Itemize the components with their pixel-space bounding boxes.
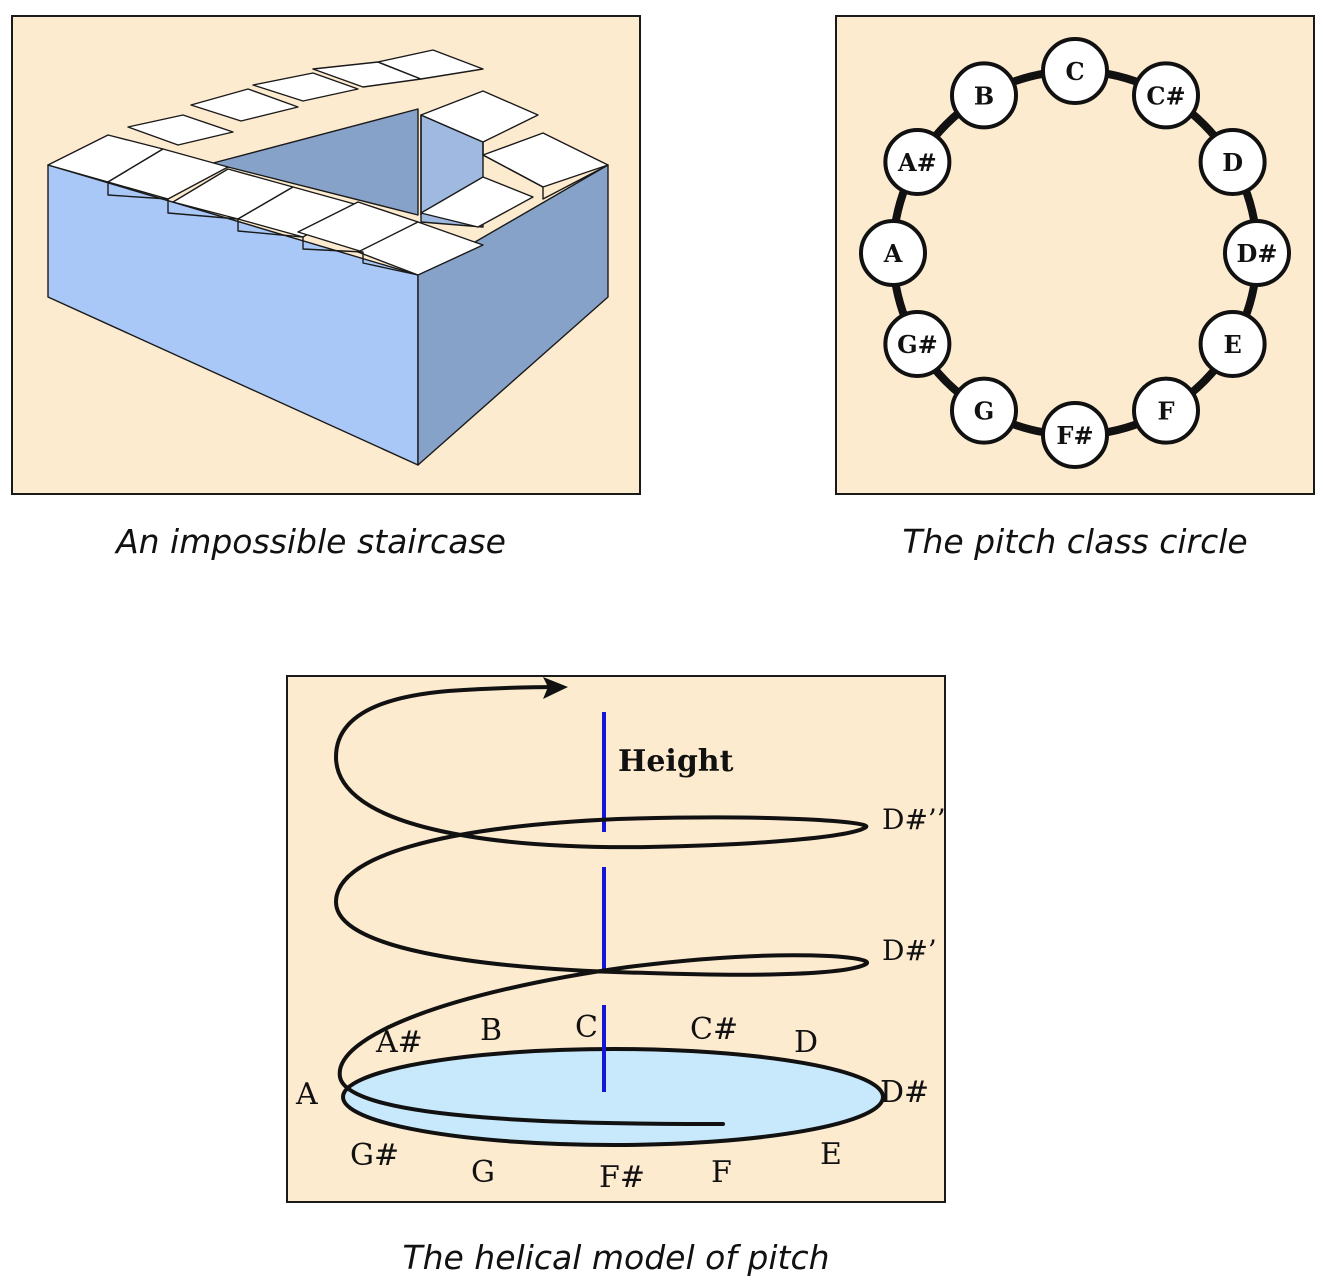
svg-text:A#: A# [897,148,937,177]
helix-base-label-g-sharp: G# [350,1138,399,1173]
svg-text:D: D [1222,148,1243,177]
pitch-circle-drawing: C C# D D# E F F# G G# A A# B [859,37,1291,469]
pitch-node-g: G [950,376,1018,445]
svg-text:C: C [1065,57,1084,86]
svg-text:A: A [883,239,903,268]
svg-text:G#: G# [897,330,938,359]
svg-text:F: F [1157,397,1174,426]
helix-base-label-f: F [711,1155,732,1190]
svg-text:B: B [974,81,994,110]
helix-base-label-b: B [480,1013,502,1048]
svg-text:F#: F# [1056,421,1093,450]
helix-base-label-a: A [295,1077,318,1112]
caption-helical-model: The helical model of pitch [402,1238,830,1277]
pitch-node-a-sharp: A# [883,128,952,196]
helix-arrowhead [543,677,568,699]
pitch-node-c: C [1041,37,1109,105]
pitch-node-a: A [859,219,927,287]
pitch-circle-ring [889,67,1261,439]
pitch-node-f-sharp: F# [1041,401,1109,469]
helix-base-disk [341,1047,885,1147]
helix-base-label-g: G [471,1155,495,1190]
helix-base-label-a-sharp: A# [375,1025,423,1060]
svg-text:D#: D# [1237,239,1278,268]
helix-base-label-c-sharp: C# [690,1012,738,1047]
helix-base-label-d-sharp: D# [880,1075,929,1110]
helix-label-d-sharp-2: D#’’ [882,803,944,836]
helix-base-label-e: E [820,1137,842,1172]
svg-text:C#: C# [1146,81,1185,110]
pitch-node-c-sharp: C# [1132,61,1200,130]
pitch-node-b: B [950,61,1018,130]
helix-base-label-c: C [575,1010,598,1045]
impossible-staircase-figure [11,15,641,495]
pitch-node-g-sharp: G# [883,310,952,378]
svg-text:E: E [1223,330,1241,359]
helix-base-label-f-sharp: F# [599,1160,645,1195]
helix-drawing: Height D#’’ D#’ A A# B C C# D D# E F F# G G# [295,677,944,1195]
staircase-drawing [47,49,609,466]
helix-label-d-sharp-1: D#’ [882,934,937,967]
pitch-node-f: F [1132,376,1200,445]
pitch-node-d: D [1198,128,1267,196]
caption-impossible-staircase: An impossible staircase [116,522,506,561]
svg-text:G: G [974,397,995,426]
helix-axis-label: Height [618,744,734,779]
pitch-node-d-sharp: D# [1223,219,1291,287]
helix-base-label-d: D [794,1025,818,1060]
helical-pitch-model-figure: Height D#’’ D#’ A A# B C C# D D# E F F# G G# [286,675,946,1203]
staircase-side-face [417,164,609,466]
pitch-class-circle-figure: C C# D D# E F F# G G# A A# B [835,15,1315,495]
helix-spiral [333,685,870,1126]
caption-pitch-class-circle: The pitch class circle [902,522,1248,561]
pitch-node-e: E [1198,310,1267,378]
